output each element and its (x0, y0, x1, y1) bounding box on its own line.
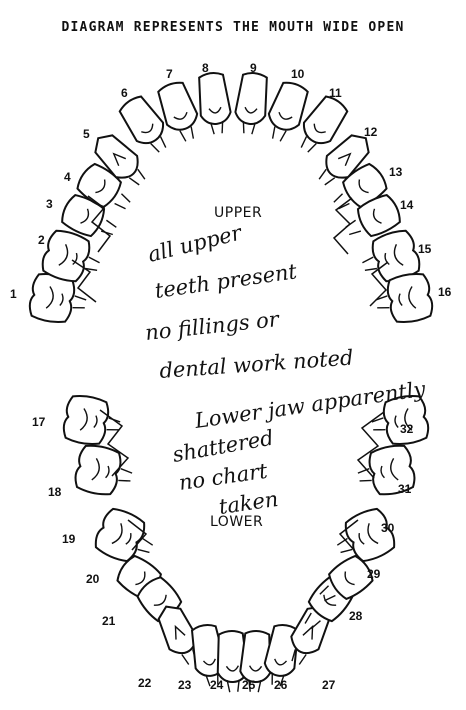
tooth-number-4: 4 (64, 170, 71, 184)
tooth-number-13: 13 (389, 165, 403, 179)
tooth-number-6: 6 (121, 86, 128, 100)
upper-note-line-4: dental work noted (159, 345, 354, 382)
tooth-number-7: 7 (166, 67, 173, 81)
tooth-number-8: 8 (202, 61, 209, 75)
tooth-number-17: 17 (32, 415, 46, 429)
tooth-number-24: 24 (210, 678, 224, 692)
tooth-number-20: 20 (86, 572, 100, 586)
tooth-number-3: 3 (46, 197, 53, 211)
tooth-number-18: 18 (48, 485, 62, 499)
tooth-9 (233, 71, 270, 135)
tooth-root (357, 469, 371, 483)
tooth-root (118, 469, 132, 483)
upper-handwritten-note: all upper teeth present no fillings or d… (144, 220, 354, 383)
tooth-19 (91, 505, 160, 570)
tooth-root (115, 194, 132, 211)
upper-jaw-label: UPPER (214, 205, 262, 221)
tooth-number-30: 30 (381, 521, 395, 535)
tooth-number-10: 10 (291, 67, 305, 81)
tooth-root (101, 220, 117, 236)
tooth-number-2: 2 (38, 233, 45, 247)
tooth-outline (196, 71, 232, 125)
tooth-root (73, 296, 87, 310)
tooth-number-11: 11 (329, 86, 342, 100)
tooth-number-26: 26 (274, 678, 288, 692)
tooth-18 (73, 443, 136, 500)
tooth-1 (27, 271, 89, 327)
upper-note-line-1: all upper (145, 220, 245, 267)
tooth-number-21: 21 (102, 614, 116, 628)
tooth-number-22: 22 (138, 676, 152, 690)
tooth-root (362, 257, 377, 272)
tooth-number-1: 1 (10, 287, 17, 301)
tooth-7 (154, 79, 204, 145)
lower-note-line-4: taken (217, 487, 279, 519)
tooth-number-14: 14 (400, 198, 414, 212)
tooth-30 (329, 505, 398, 570)
tooth-outline (73, 443, 123, 498)
tooth-16 (372, 271, 434, 327)
tooth-number-19: 19 (62, 532, 76, 546)
tooth-number-5: 5 (83, 127, 90, 141)
tooth-outline (61, 393, 110, 446)
tooth-number-16: 16 (438, 285, 452, 299)
tooth-number-9: 9 (250, 61, 257, 75)
tooth-outline (234, 71, 270, 125)
tooth-number-28: 28 (349, 609, 363, 623)
tooth-outline (385, 271, 434, 324)
tooth-number-31: 31 (398, 482, 412, 496)
tooth-number-27: 27 (322, 678, 336, 692)
tooth-outline (91, 505, 148, 565)
tooth-number-15: 15 (418, 242, 432, 256)
tooth-number-32: 32 (400, 422, 414, 436)
tooth-10 (261, 79, 311, 145)
teeth-layer (27, 71, 434, 692)
tooth-number-23: 23 (178, 678, 192, 692)
upper-note-line-2: teeth present (153, 259, 299, 303)
upper-note-line-3: no fillings or (144, 307, 282, 345)
tooth-root (345, 220, 361, 236)
tooth-number-12: 12 (364, 125, 378, 139)
tooth-number-29: 29 (367, 567, 381, 581)
tooth-outline (341, 505, 398, 565)
tooth-number-25: 25 (242, 678, 256, 692)
tooth-8 (196, 71, 233, 135)
